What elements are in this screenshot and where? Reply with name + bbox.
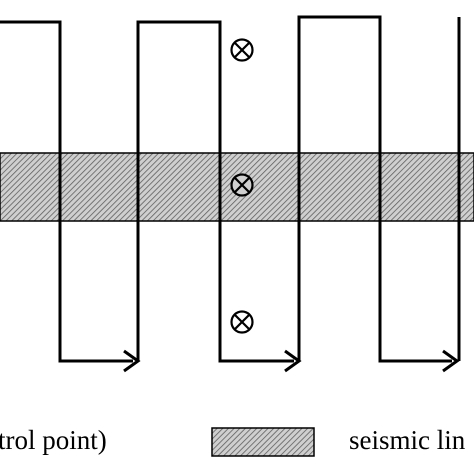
legend-seismic-line-label: seismic lin <box>349 425 466 455</box>
legend-seismic-line-swatch <box>211 427 315 457</box>
circled-times-icon <box>230 38 254 62</box>
circled-times-icon <box>230 173 254 197</box>
arrowhead-icon <box>442 349 460 373</box>
legend-control-point-label: trol point) <box>0 425 107 455</box>
arrowhead-icon <box>123 349 141 373</box>
circled-times-icon <box>230 310 254 334</box>
survey-route-path <box>0 20 133 363</box>
survey-route-path <box>297 15 452 363</box>
survey-route-path <box>136 20 294 363</box>
arrowhead-icon <box>284 349 302 373</box>
